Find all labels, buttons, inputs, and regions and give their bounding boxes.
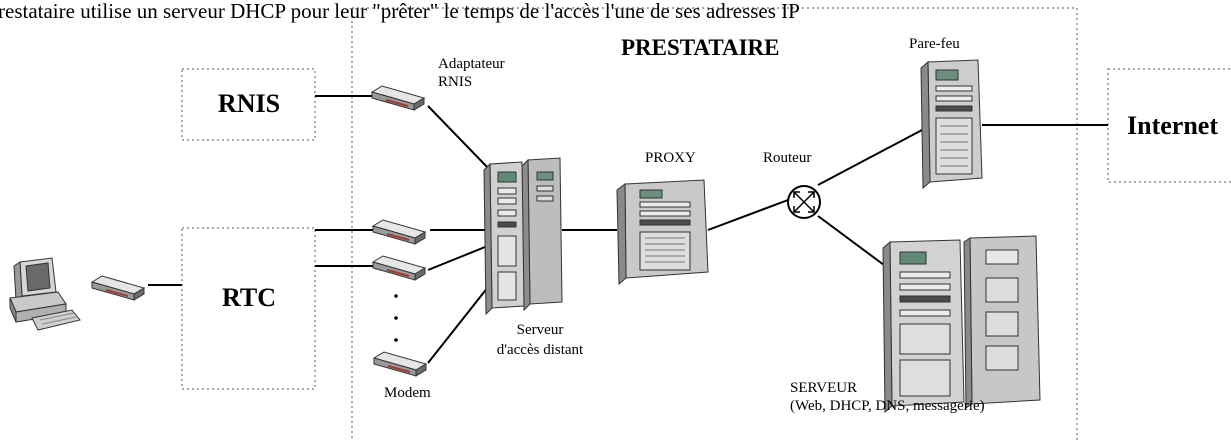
rtc-label: RTC <box>222 283 276 312</box>
modem-device <box>372 219 426 245</box>
adaptateur-rnis-label: RNIS <box>438 74 473 90</box>
serveur-acces-label-2: d'accès distant <box>496 342 584 358</box>
internet-label: Internet <box>1127 111 1218 140</box>
serveur-services-label: (Web, DHCP, DNS, messagerie) <box>790 398 985 414</box>
adaptateur-label: Adaptateur <box>438 56 505 72</box>
page-caption: restataire utilise un serveur DHCP pour … <box>0 0 800 23</box>
modem-device <box>373 351 427 377</box>
router-icon <box>787 185 821 219</box>
internet-box <box>1107 68 1231 183</box>
connection-lines <box>148 95 1108 364</box>
ellipsis-dots <box>394 294 398 342</box>
proxy-label: PROXY <box>645 150 696 166</box>
modem-label: Modem <box>384 385 431 401</box>
serveur-label: SERVEUR <box>790 380 858 396</box>
client-computer-icon <box>9 257 81 331</box>
main-server-icon <box>882 235 1041 414</box>
proxy-server-icon <box>616 179 709 286</box>
remote-access-server-icon <box>483 157 563 316</box>
adaptateur-rnis-device <box>371 85 425 111</box>
pare-feu-label: Pare-feu <box>909 36 960 52</box>
modem-device <box>372 255 426 281</box>
serveur-acces-label: Serveur <box>516 322 564 338</box>
rnis-label: RNIS <box>217 89 281 118</box>
rnis-box <box>181 68 316 141</box>
prestataire-boundary <box>351 7 1078 441</box>
routeur-label: Routeur <box>763 150 812 166</box>
firewall-icon <box>920 59 983 190</box>
prestataire-title: PRESTATAIRE <box>621 35 780 60</box>
client-modem-device <box>91 275 145 301</box>
rtc-box <box>181 227 316 390</box>
